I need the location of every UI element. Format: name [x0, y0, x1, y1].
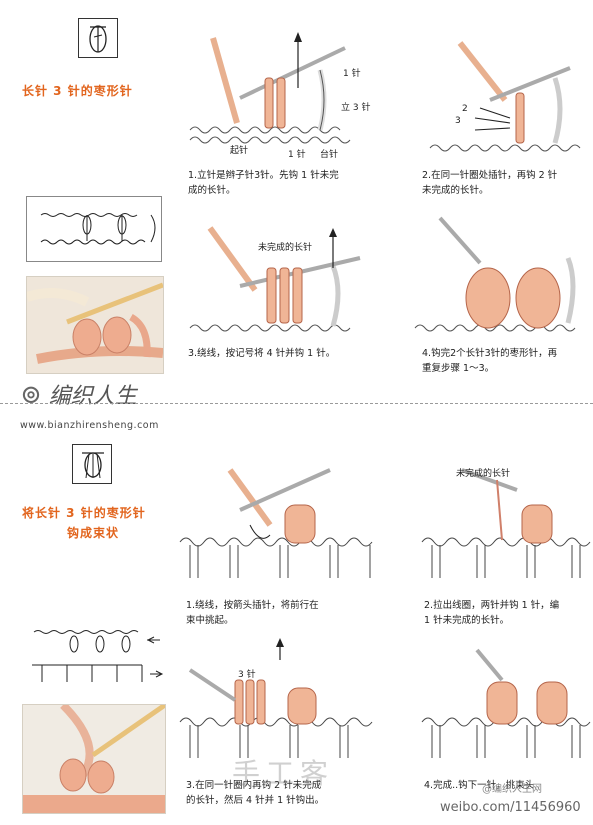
step2-caption-line2: 未完成的长针。 [422, 185, 489, 196]
step2-num-3: 3 [455, 116, 461, 126]
step1-label-taizhen: 台针 [320, 150, 339, 160]
chart-diagram-2-svg [32, 630, 164, 682]
s2-step3-caption-line1: 3.在同一针圈内再钩 2 针未完成 [186, 780, 322, 791]
logo-swirl-icon: ⊚ [20, 380, 42, 410]
step4-caption: 4.钩完2个长针3针的枣形针，再 重复步骤 1～3。 [422, 346, 592, 376]
s2-step3-label: 3 针 [238, 670, 256, 680]
s2-step3-caption: 3.在同一针圈内再钩 2 针未完成 的长针，然后 4 针并 1 针钩出。 [186, 778, 366, 808]
sample-photo-2 [22, 704, 166, 814]
step1-label-qizhen: 起针 [230, 146, 249, 156]
section1-title: 长针 3 针的枣形针 [22, 84, 133, 98]
step1-caption-line1: 1.立针是辫子针3针。先钩 1 针未完 [188, 170, 339, 181]
bundled-bobble-symbol-icon [82, 452, 104, 479]
s2-step2-caption: 2.拉出线圈，两针并钩 1 针，编 1 针未完成的长针。 [424, 598, 593, 628]
chart-diagram-1 [26, 196, 162, 262]
step2-num-2: 2 [462, 104, 468, 114]
s2-step4-caption: 4.完成..钩下一针，挑束头 [424, 780, 535, 791]
arrow-up-icon [294, 32, 302, 42]
step4-caption-line2: 重复步骤 1～3。 [422, 363, 495, 374]
step3-diagram [189, 226, 361, 332]
s2-step2-label: 未完成的长针 [456, 469, 511, 479]
step3-label-unfinished: 未完成的长针 [258, 243, 313, 253]
weibo-name-watermark: @编织人生网 [482, 784, 542, 795]
step1-label-1zhen: 1 针 [343, 69, 361, 79]
step3-caption: 3.绕线，按记号将 4 针并钩 1 针。 [188, 348, 336, 359]
stitch-symbol-box-1 [78, 18, 118, 58]
step2-diagram [429, 41, 581, 152]
yarn-sample-photo-2 [23, 705, 165, 813]
bobble-stitch-symbol-icon [89, 25, 107, 53]
s2-step4-diagram [421, 648, 591, 758]
shougong-watermark: 手工客 [232, 757, 335, 790]
s2-step3-diagram [179, 638, 373, 758]
chart-diagram-2 [22, 610, 164, 690]
brand-logo: ⊚ 编织人生 [20, 378, 137, 410]
step1-caption: 1.立针是辫子针3针。先钩 1 针未完 成的长针。 [188, 168, 388, 198]
step1-label-1zhen-bottom: 1 针 [288, 150, 306, 160]
yarn-sample-photo-1 [27, 277, 163, 373]
step1-label-li3zhen: 立 3 针 [341, 103, 371, 113]
step4-diagram [414, 216, 576, 332]
s2-step3-caption-line2: 的长针，然后 4 针并 1 针钩出。 [186, 795, 325, 806]
s2-step2-diagram [421, 468, 591, 578]
step4-caption-line1: 4.钩完2个长针3针的枣形针，再 [422, 348, 558, 359]
chart-diagram-1-svg [40, 213, 156, 245]
step2-caption: 2.在同一针圈处插针，再钩 2 针 未完成的长针。 [422, 168, 592, 198]
s2-step1-caption-line2: 束中挑起。 [186, 615, 234, 626]
s2-step1-caption-line1: 1.绕线，按箭头插针，将前行在 [186, 600, 319, 611]
s2-step2-caption-line1: 2.拉出线圈，两针并钩 1 针，编 [424, 600, 560, 611]
s2-step1-diagram [179, 468, 373, 578]
section2-title-line1: 将长针 3 针的枣形针 [22, 506, 146, 520]
s2-step1-caption: 1.绕线，按箭头插针，将前行在 束中挑起。 [186, 598, 366, 628]
logo-text: 编织人生 [48, 384, 137, 409]
step2-caption-line1: 2.在同一针圈处插针，再钩 2 针 [422, 170, 558, 181]
section2-title-line2: 钩成束状 [67, 526, 120, 540]
step1-caption-line2: 成的长针。 [188, 185, 236, 196]
logo-url: www.bianzhirensheng.com [20, 420, 159, 431]
sample-photo-1 [26, 276, 164, 374]
step1-diagram [189, 32, 351, 144]
stitch-symbol-box-2 [72, 444, 112, 484]
weibo-watermark: weibo.com/11456960 [440, 800, 581, 815]
section-divider [0, 403, 593, 404]
s2-step2-caption-line2: 1 针未完成的长针。 [424, 615, 510, 626]
